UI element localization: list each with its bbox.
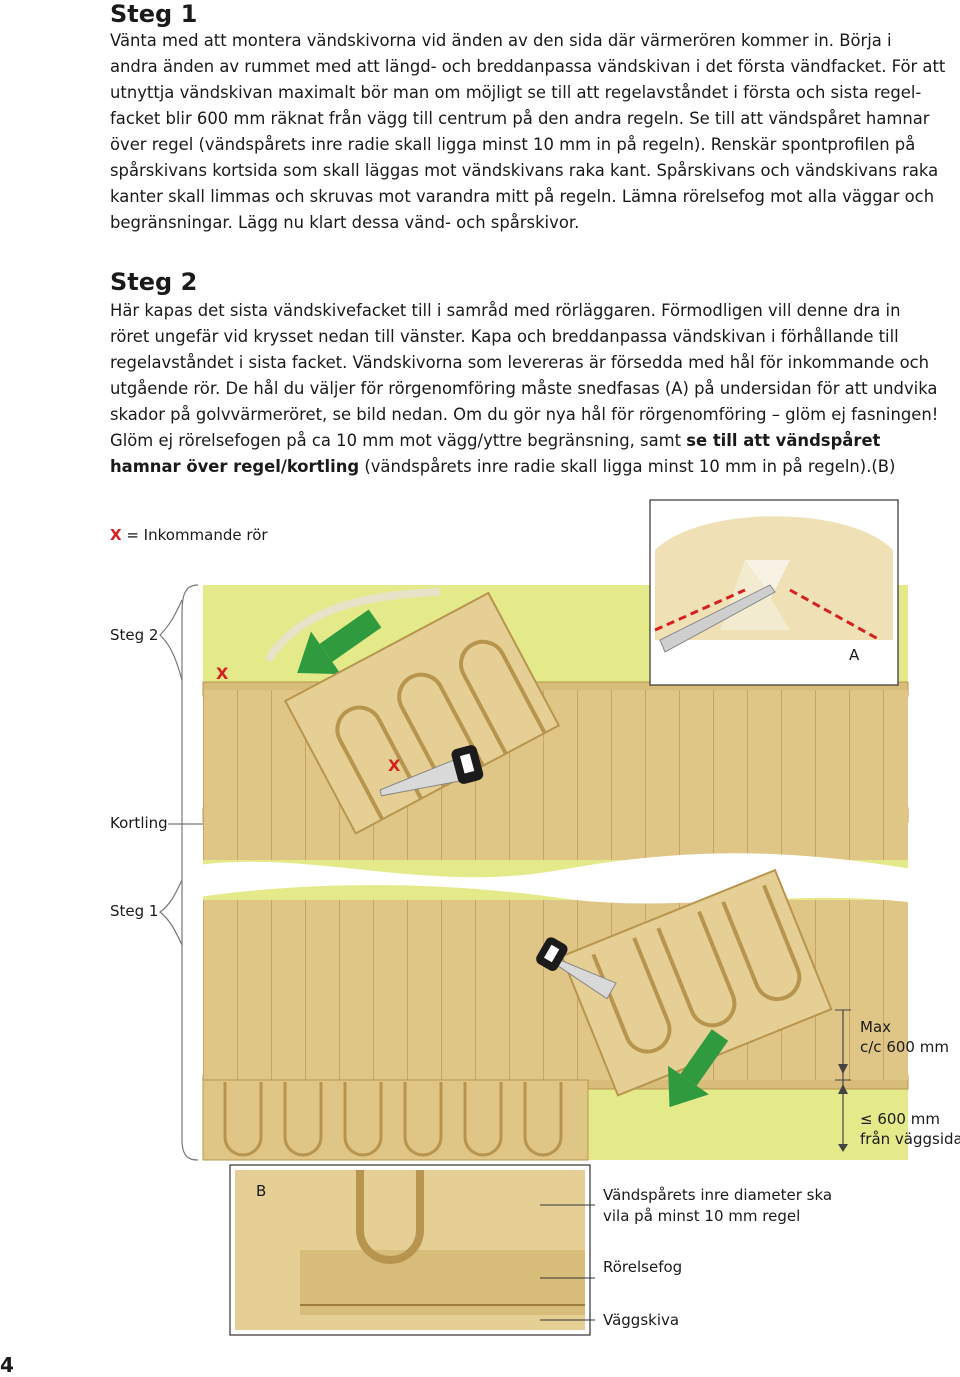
step2-line: Här kapas det sista vändskivefacket till… <box>110 301 901 320</box>
label-groove-diameter: Vändspårets inre diameter ska vila på mi… <box>603 1185 832 1227</box>
saw-icon <box>536 937 617 1000</box>
step2-line: Glöm ej rörelsefogen på ca 10 mm mot väg… <box>110 428 900 454</box>
pipe-grooves-bottom <box>223 1082 563 1157</box>
incoming-pipe-marker: X <box>388 756 401 775</box>
brace-steg1 <box>159 879 183 946</box>
label-wall-distance: ≤ 600 mm från väggsida <box>860 1109 960 1149</box>
step1-line: andra änden av rummet med att längd- och… <box>110 57 946 76</box>
step1-line: Vänta med att montera vändskivorna vid ä… <box>110 31 892 50</box>
label-wall-line1: ≤ 600 mm <box>860 1110 940 1128</box>
label-max-line1: Max <box>860 1018 892 1036</box>
step2-line: utgående rör. De hål du väljer för rörge… <box>110 379 938 398</box>
chamfer-detail-inset <box>649 499 899 686</box>
label-b: B <box>256 1182 267 1200</box>
brace-steg2 <box>159 599 183 681</box>
turn-board-top <box>283 591 561 835</box>
step1-line: kanter skall limmas och skruvas mot vara… <box>110 187 935 206</box>
label-a: A <box>849 646 860 664</box>
step2-heading: Steg 2 <box>110 268 198 296</box>
step2-line: regelavståndet i sista facket. Vändskivo… <box>110 353 930 372</box>
label-groove-line1: Vändspårets inre diameter ska <box>603 1186 833 1204</box>
step1-line: över regel (vändspårets inre radie skall… <box>110 135 916 154</box>
incoming-pipe-marker: X <box>216 664 229 683</box>
legend-text: = Inkommande rör <box>121 526 268 544</box>
step2-line: hamnar över regel/kortling (vändspårets … <box>110 454 900 480</box>
label-steg1: Steg 1 <box>110 902 159 920</box>
step2-bold-instruction: se till att vändspåret <box>686 431 881 450</box>
step2-line-tail: (vändspårets inre radie skall ligga mins… <box>359 457 896 476</box>
label-groove-line2: vila på minst 10 mm regel <box>603 1207 801 1225</box>
step1-heading: Steg 1 <box>110 0 198 28</box>
step2-bold-instruction-cont: hamnar över regel/kortling <box>110 457 360 476</box>
step1-paragraph: Vänta med att montera vändskivorna vid ä… <box>110 28 946 236</box>
legend-marker: X <box>110 526 122 544</box>
label-max-line2: c/c 600 mm <box>860 1038 949 1056</box>
turn-board-bottom <box>560 868 833 1097</box>
saw-icon <box>379 745 484 797</box>
step1-line: begränsningar. Lägg nu klart dessa vänd-… <box>110 213 580 232</box>
arrow-down-left <box>667 1029 729 1108</box>
incoming-pipe <box>264 588 441 663</box>
joist-detail-inset <box>229 1164 591 1336</box>
step2-line: röret ungefär vid krysset nedan till vän… <box>110 327 899 346</box>
label-kortling: Kortling <box>110 814 168 832</box>
legend: X = Inkommande rör <box>110 526 268 544</box>
step1-line: utnyttja vändskivan maximalt bör man om … <box>110 83 922 102</box>
label-wall-board: Väggskiva <box>603 1311 680 1329</box>
step1-line: facket blir 600 mm räknat från vägg till… <box>110 109 930 128</box>
page-number: 4 <box>0 1353 14 1377</box>
step2-line: skador på golvvärmeröret, se bild nedan.… <box>110 405 939 424</box>
step2-paragraph: Här kapas det sista vändskivefacket till… <box>110 298 939 480</box>
arrow-up-left <box>297 609 382 675</box>
label-max-spacing: Max c/c 600 mm <box>860 1017 949 1057</box>
label-steg2: Steg 2 <box>110 626 159 644</box>
step1-line: spårskivans kortsida som skall läggas mo… <box>110 161 939 180</box>
floor-installation-illustration <box>159 499 930 1336</box>
label-wall-line2: från väggsida <box>860 1130 960 1148</box>
label-movement-joint: Rörelsefog <box>603 1258 683 1276</box>
step2-line-text: Glöm ej rörelsefogen på ca 10 mm mot väg… <box>110 431 687 450</box>
